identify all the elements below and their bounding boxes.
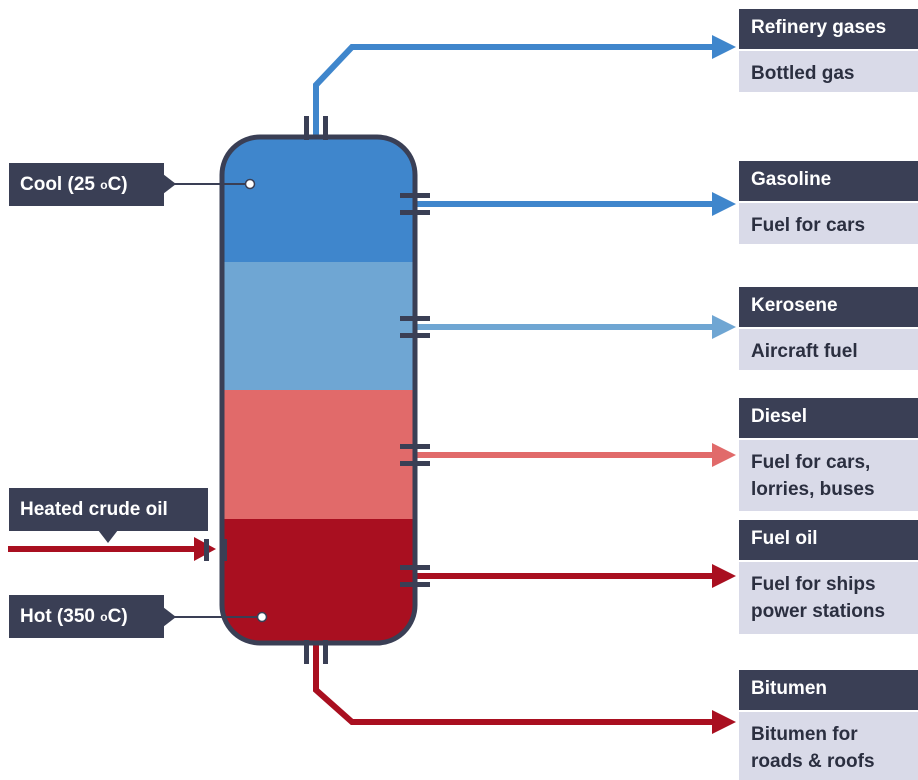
arrowhead-kerosene (712, 315, 736, 339)
product-use-line: power stations (751, 601, 886, 622)
callout-pointer-cool (163, 174, 176, 194)
product-name: Bitumen (739, 670, 918, 710)
product-name: Fuel oil (739, 520, 918, 560)
hot-label-suffix: C) (107, 605, 128, 627)
arrowhead-gasoline (712, 192, 736, 216)
flange-inlet (204, 539, 209, 561)
cool-label-suffix: C) (107, 173, 128, 195)
input-label-text: Heated crude oil (20, 498, 168, 520)
arrowhead-fuel-oil (712, 564, 736, 588)
marker-cool-point (244, 178, 256, 190)
product-use: Fuel for cars, lorries, buses (739, 440, 918, 511)
pipe-refinery-gases (313, 44, 716, 138)
layer-second (222, 262, 415, 390)
product-name: Refinery gases (739, 9, 918, 49)
arrowhead-diesel (712, 443, 736, 467)
flange-fuel-oil (400, 582, 430, 587)
product-use: Bottled gas (739, 51, 918, 92)
product-use-line: Fuel for cars (751, 215, 866, 236)
pipe-flanges (204, 116, 430, 664)
product-use-line: Fuel for cars, (751, 452, 871, 473)
flange-bottom (323, 640, 328, 664)
layer-third (222, 390, 415, 519)
arrowhead-refinery-gases (712, 35, 736, 59)
product-use-line: roads & roofs (751, 751, 875, 772)
product-name: Diesel (739, 398, 918, 438)
hot-degree-sign: o (100, 609, 108, 624)
flange-diesel (400, 461, 430, 466)
product-use: Aircraft fuel (739, 329, 918, 370)
flange-diesel (400, 444, 430, 449)
flange-bottom (304, 640, 309, 664)
flange-gasoline (400, 210, 430, 215)
hot-label-prefix: Hot (350 (20, 605, 101, 627)
flange-top (304, 116, 309, 140)
product-name: Gasoline (739, 161, 918, 201)
product-use-line: Aircraft fuel (751, 341, 858, 362)
product-use: Fuel for cars (739, 203, 918, 244)
callout-pointer-hot (163, 607, 176, 627)
product-use-line: Fuel for ships (751, 574, 876, 595)
marker-hot-point (256, 611, 268, 623)
pipe-bitumen (313, 642, 716, 725)
callout-pointer-input (98, 530, 118, 543)
product-use-line: lorries, buses (751, 479, 875, 500)
product-name: Kerosene (739, 287, 918, 327)
flange-kerosene (400, 333, 430, 338)
input-label: Heated crude oil (9, 488, 208, 531)
product-use: Bitumen for roads & roofs (739, 712, 918, 780)
flange-fuel-oil (400, 565, 430, 570)
product-use-line: Bitumen for (751, 724, 858, 745)
fractionating-column (219, 134, 418, 646)
arrowhead-bitumen (712, 710, 736, 734)
flange-kerosene (400, 316, 430, 321)
flange-gasoline (400, 193, 430, 198)
product-use: Fuel for ships power stations (739, 562, 918, 634)
flange-top (323, 116, 328, 140)
layer-cool (222, 137, 415, 262)
flange-inlet (222, 539, 227, 561)
product-use-line: Bottled gas (751, 63, 855, 84)
cool-degree-sign: o (100, 177, 108, 192)
cool-label-prefix: Cool (25 (20, 173, 101, 195)
layer-hot (222, 519, 415, 643)
